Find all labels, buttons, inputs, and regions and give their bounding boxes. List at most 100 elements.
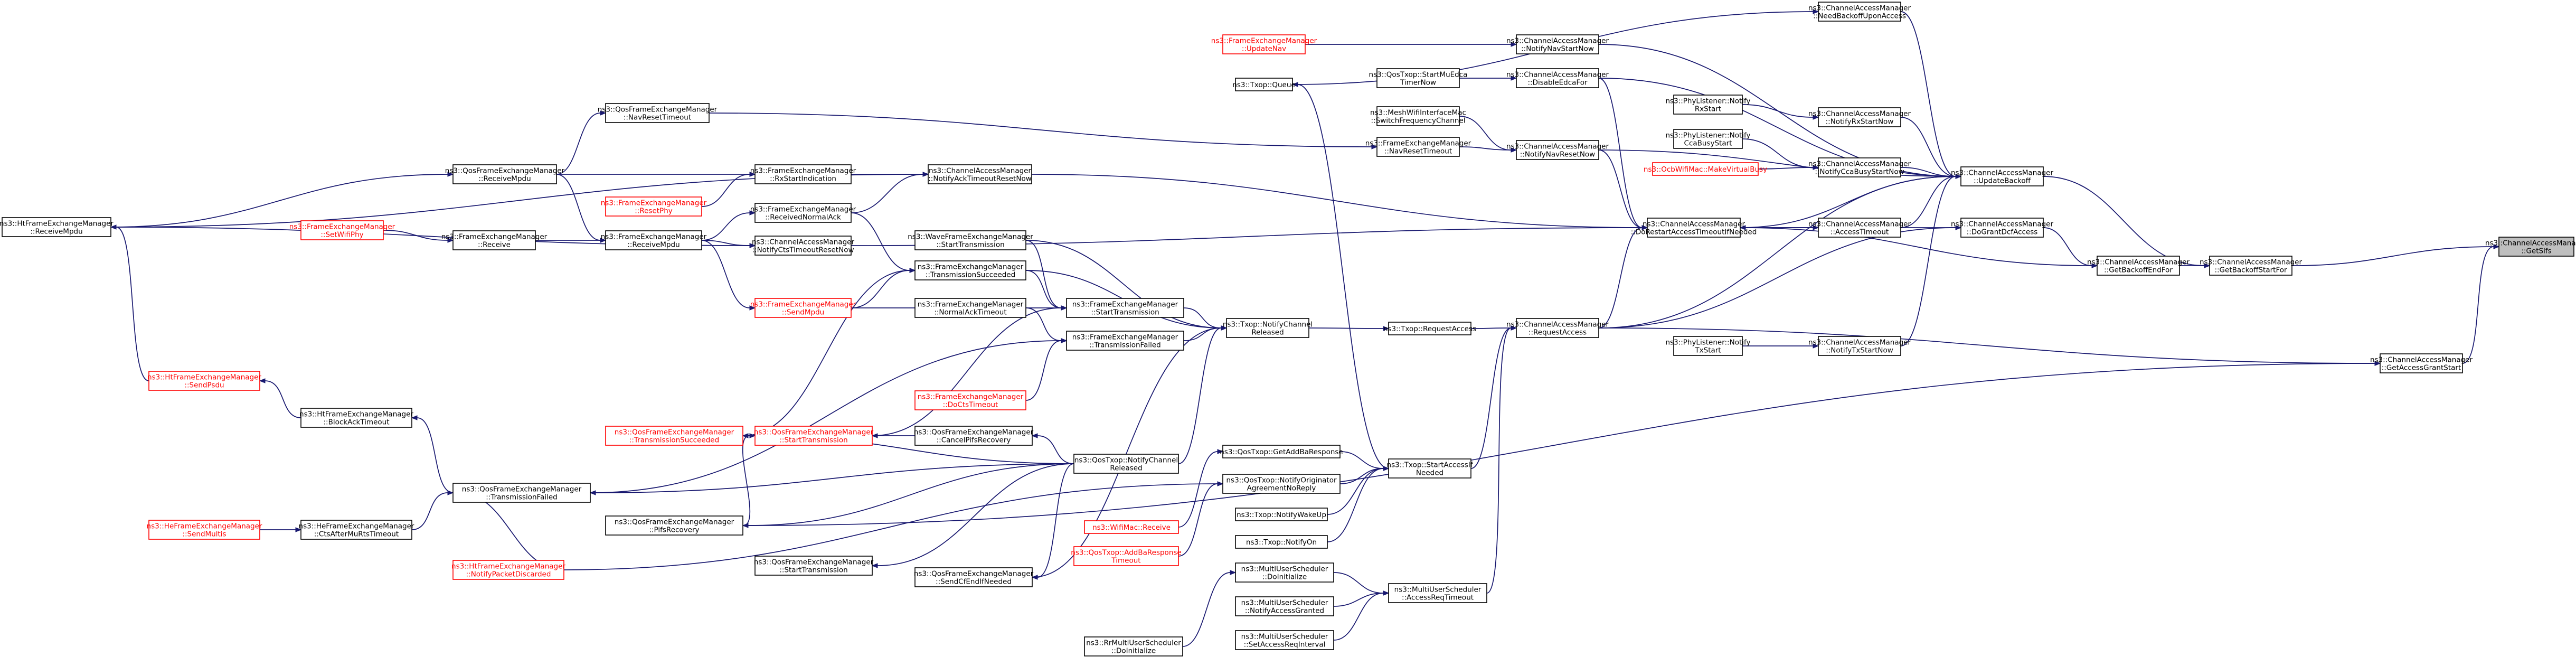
node-box xyxy=(1235,508,1328,521)
node-box xyxy=(1516,68,1599,88)
call-edge-qostxop_notifychannelreleased-to-txop_notifychannelreleased xyxy=(1178,325,1228,464)
node-qostxop_getaddbaresponse[interactable]: ns3::QosTxop::GetAddBaResponse xyxy=(1220,445,1343,458)
node-hefem_ctsafter[interactable]: ns3::HeFrameExchangeManager::CtsAfterMuR… xyxy=(299,520,414,540)
node-label: ns3::FrameExchangeManager::ResetPhy xyxy=(601,199,707,215)
node-notifyrxstartnow[interactable]: ns3::ChannelAccessManager::NotifyRxStart… xyxy=(1808,107,1911,127)
edge-line xyxy=(748,463,1074,526)
node-htfem_sendpsdu[interactable]: ns3::HtFrameExchangeManager::SendPsdu xyxy=(147,371,261,391)
node-txop_requestaccess[interactable]: ns3::Txop::RequestAccess xyxy=(1383,322,1476,335)
node-notifyccabusy[interactable]: ns3::ChannelAccessManager::NotifyCcaBusy… xyxy=(1808,157,1911,177)
node-dograntdcfaccess[interactable]: ns3::ChannelAccessManager::DoGrantDcfAcc… xyxy=(1951,218,2054,238)
node-mus_setaccessreqinterval[interactable]: ns3::MultiUserScheduler::SetAccessReqInt… xyxy=(1235,630,1334,650)
node-label: ns3::ChannelAccessManager::DoGrantDcfAcc… xyxy=(1951,220,2054,237)
node-qfem_pifsrecovery[interactable]: ns3::QosFrameExchangeManager::PifsRecove… xyxy=(605,515,743,536)
node-label: ns3::ChannelAccessManager::GetBackoffEnd… xyxy=(2087,258,2190,275)
node-hefem_sendmultis[interactable]: ns3::HeFrameExchangeManager::SendMultis xyxy=(147,520,262,540)
node-getbackoffendfor[interactable]: ns3::ChannelAccessManager::GetBackoffEnd… xyxy=(2087,256,2190,276)
node-fem_rxstartindication[interactable]: ns3::FrameExchangeManager::RxStartIndica… xyxy=(750,164,856,184)
edge-line xyxy=(595,463,1074,493)
node-rr_doinitialize[interactable]: ns3::RrMultiUserScheduler::DoInitialize xyxy=(1084,636,1183,656)
node-label: ns3::FrameExchangeManager::NavResetTimeo… xyxy=(1365,139,1471,156)
node-ocb_virtualbusy[interactable]: ns3::OcbWifiMac::MakeVirtualBusy xyxy=(1644,162,1767,176)
node-fem_receivempdu[interactable]: ns3::FrameExchangeManager::ReceiveMpdu xyxy=(601,230,707,250)
node-box xyxy=(1818,107,1901,127)
node-qfem_cancelpifs[interactable]: ns3::QosFrameExchangeManager::CancelPifs… xyxy=(914,426,1034,446)
node-fem_receive[interactable]: ns3::FrameExchangeManager::Receive xyxy=(441,230,548,250)
node-label: ns3::QosTxop::GetAddBaResponse xyxy=(1220,448,1343,456)
node-updatenav[interactable]: ns3::FrameExchangeManager::UpdateNav xyxy=(1211,34,1317,54)
node-accesstimeout[interactable]: ns3::ChannelAccessManager::AccessTimeout xyxy=(1808,218,1911,238)
node-qfem_navresettimeout[interactable]: ns3::QosFrameExchangeManager::NavResetTi… xyxy=(598,103,718,123)
node-disableedcafor[interactable]: ns3::ChannelAccessManager::DisableEdcaFo… xyxy=(1506,68,1609,88)
call-edge-hefem_ctsafter-to-qfem_transmissionfailed xyxy=(411,490,454,530)
call-edge-fem_receivempdu-to-fem_sendmpdu xyxy=(701,240,756,311)
edge-arrowhead xyxy=(1813,343,1819,349)
node-dorestart[interactable]: ns3::ChannelAccessManager::DoRestartAcce… xyxy=(1631,218,1757,238)
node-htfem_notifypacketdiscarded[interactable]: ns3::HtFrameExchangeManager::NotifyPacke… xyxy=(451,560,565,580)
node-updatebackoff[interactable]: ns3::ChannelAccessManager::UpdateBackoff xyxy=(1951,166,2054,186)
edge-arrowhead xyxy=(749,210,756,215)
node-notifynavstartnow[interactable]: ns3::ChannelAccessManager::NotifyNavStar… xyxy=(1506,34,1609,54)
node-txop_notifywakeup[interactable]: ns3::Txop::NotifyWakeUp xyxy=(1235,508,1328,521)
node-txop_notifyon[interactable]: ns3::Txop::NotifyOn xyxy=(1235,535,1328,549)
node-fem_receivednormalack[interactable]: ns3::FrameExchangeManager::ReceivedNorma… xyxy=(750,203,856,223)
node-wave_starttransmission[interactable]: ns3::WaveFrameExchangeManager::StartTran… xyxy=(908,230,1033,250)
node-fem_transmissionsucceeded[interactable]: ns3::FrameExchangeManager::TransmissionS… xyxy=(914,260,1026,280)
node-fem_sendmpdu[interactable]: ns3::FrameExchangeManager::SendMpdu xyxy=(750,298,856,318)
edge-arrowhead xyxy=(1383,326,1390,331)
node-label: ns3::RrMultiUserScheduler::DoInitialize xyxy=(1086,639,1181,655)
node-cam_notifyctstimeout[interactable]: ns3::ChannelAccessManager::NotifyCtsTime… xyxy=(752,236,855,256)
node-wifimac_receive[interactable]: ns3::WifiMac::Receive xyxy=(1084,520,1179,534)
node-mus_accessreqtimeout[interactable]: ns3::MultiUserScheduler::AccessReqTimeou… xyxy=(1388,583,1487,603)
node-label: ns3::QosFrameExchangeManager::Transmissi… xyxy=(462,485,582,502)
node-htfem_blockacktimeout[interactable]: ns3::HtFrameExchangeManager::BlockAckTim… xyxy=(299,408,413,428)
node-getbackoffstartfor[interactable]: ns3::ChannelAccessManager::GetBackoffSta… xyxy=(2200,256,2303,276)
node-qfem_transmissionsucceeded[interactable]: ns3::QosFrameExchangeManager::Transmissi… xyxy=(605,426,743,446)
node-qfem_transmissionfailed[interactable]: ns3::QosFrameExchangeManager::Transmissi… xyxy=(452,483,591,503)
node-mus_notifyaccessgranted[interactable]: ns3::MultiUserScheduler::NotifyAccessGra… xyxy=(1235,596,1334,616)
call-edge-txop_notifychannelreleased-to-txop_requestaccess xyxy=(1308,326,1390,331)
node-qfem_starttransmission[interactable]: ns3::QosFrameExchangeManager::StartTrans… xyxy=(754,426,874,446)
node-fem_starttransmission[interactable]: ns3::FrameExchangeManager::StartTransmis… xyxy=(1066,298,1184,318)
edge-line xyxy=(2043,227,2092,266)
node-fem_normalacktimeout[interactable]: ns3::FrameExchangeManager::NormalAckTime… xyxy=(914,298,1026,318)
node-meshswitch[interactable]: ns3::MeshWifiInterfaceMac::SwitchFrequen… xyxy=(1370,106,1466,126)
node-cam_notifyacktimeout[interactable]: ns3::ChannelAccessManager::NotifyAckTime… xyxy=(928,164,1032,184)
node-qfem_receivempdu[interactable]: ns3::QosFrameExchangeManager::ReceiveMpd… xyxy=(445,164,565,184)
node-fem_resetphy[interactable]: ns3::FrameExchangeManager::ResetPhy xyxy=(601,196,707,217)
node-requestaccess[interactable]: ns3::ChannelAccessManager::RequestAccess xyxy=(1506,318,1609,338)
node-htfem_receivempdu[interactable]: ns3::HtFrameExchangeManager::ReceiveMpdu xyxy=(0,217,114,237)
node-txopqueue[interactable]: ns3::Txop::Queue xyxy=(1232,78,1296,91)
node-box xyxy=(928,164,1032,184)
node-box xyxy=(1084,636,1183,656)
node-fem_transmissionfailed[interactable]: ns3::FrameExchangeManager::TransmissionF… xyxy=(1066,331,1184,351)
node-label: ns3::QosFrameExchangeManager::NavResetTi… xyxy=(598,106,718,122)
node-getaccessgrantstart[interactable]: ns3::ChannelAccessManager::GetAccessGran… xyxy=(2370,353,2473,373)
node-notifynavresetnow[interactable]: ns3::ChannelAccessManager::NotifyNavRese… xyxy=(1506,140,1609,160)
node-fem_doctstimeout[interactable]: ns3::FrameExchangeManager::DoCtsTimeout xyxy=(914,390,1026,410)
node-box xyxy=(1818,157,1901,177)
edge-line xyxy=(1742,104,1814,118)
node-qfem_starttransmission2[interactable]: ns3::QosFrameExchangeManager::StartTrans… xyxy=(754,556,874,576)
node-notifytxstartnow[interactable]: ns3::ChannelAccessManager::NotifyTxStart… xyxy=(1808,336,1911,356)
node-needbackoffupon[interactable]: ns3::ChannelAccessManager::NeedBackoffUp… xyxy=(1808,2,1911,22)
node-box xyxy=(754,426,873,446)
node-qfem_sendcfendifneeded[interactable]: ns3::QosFrameExchangeManager::SendCfEndI… xyxy=(914,567,1034,587)
node-fem_navresettimeout[interactable]: ns3::FrameExchangeManager::NavResetTimeo… xyxy=(1365,137,1471,157)
node-label: ns3::QosFrameExchangeManager::SendCfEndI… xyxy=(914,570,1034,586)
edge-arrowhead xyxy=(909,268,916,273)
node-label: ns3::FrameExchangeManager::RxStartIndica… xyxy=(750,167,856,183)
node-fem_setwifiphy[interactable]: ns3::FrameExchangeManager::SetWifiPhy xyxy=(289,220,395,240)
edge-line xyxy=(1297,84,1389,469)
node-mus_doinitialize[interactable]: ns3::MultiUserScheduler::DoInitialize xyxy=(1235,562,1334,583)
